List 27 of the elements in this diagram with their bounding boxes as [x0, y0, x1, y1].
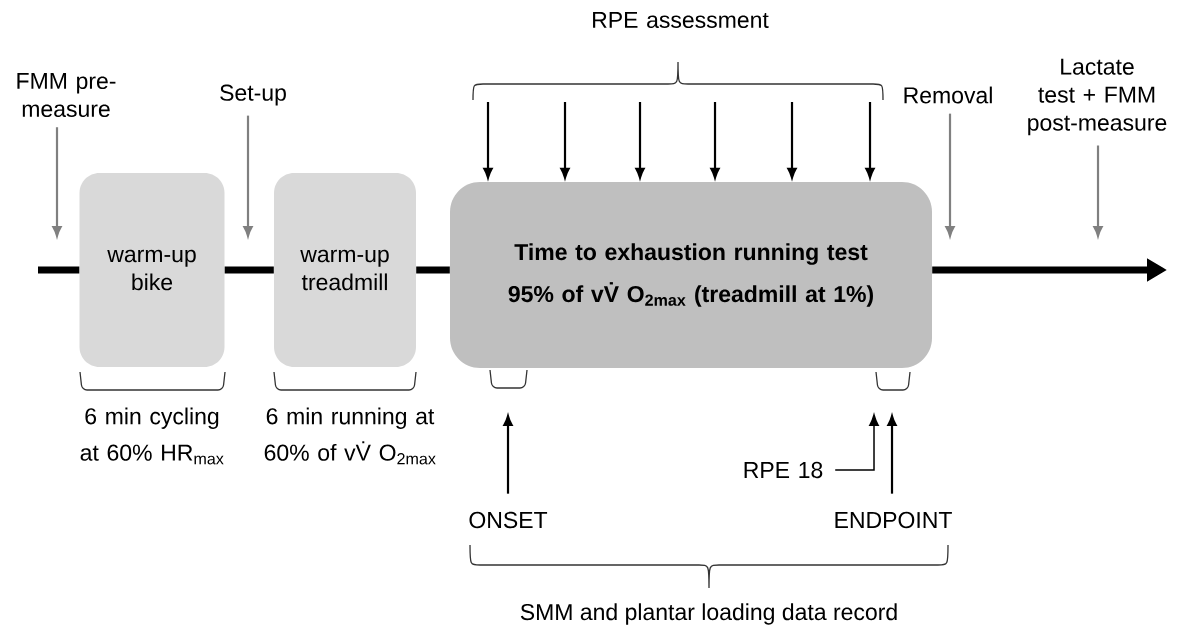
node-label: 6 min running at 60% of vV̇ O$_{2max}$	[264, 407, 436, 465]
arrow	[635, 102, 645, 179]
node-label: 6 min cycling at 60% HR$_{max}$	[80, 407, 224, 465]
arrow	[945, 113, 955, 237]
process-box: warm-up treadmill	[274, 173, 416, 367]
arrow	[52, 127, 62, 237]
arrow	[887, 415, 897, 494]
arrow	[1093, 145, 1103, 237]
test-box: Time to exhaustion running test 95% of vV̇ O$_{2max}$ (treadmill at 1%)	[450, 182, 932, 368]
arrow	[787, 102, 797, 179]
step-label: FMM pre-measure	[17, 73, 116, 117]
step-label: RPE 18	[744, 461, 823, 479]
step-label: ENDPOINT	[835, 511, 952, 529]
arrow	[503, 415, 513, 494]
step-label: Removal	[904, 86, 992, 104]
caption: SMM and plantar loading data record	[520, 603, 897, 625]
arrow	[710, 102, 720, 179]
arrow	[560, 102, 570, 179]
process-box: warm-up bike	[79, 173, 225, 367]
elbow-arrow	[834, 414, 879, 471]
step-label: RPE assessment	[593, 12, 769, 28]
arrow	[483, 102, 493, 179]
arrow	[865, 102, 875, 179]
arrow	[243, 115, 253, 237]
step-label: Set-up	[220, 84, 286, 106]
step-label: ONSET	[469, 511, 548, 529]
step-label: Lactate test + FMM post-measure	[1028, 58, 1167, 136]
